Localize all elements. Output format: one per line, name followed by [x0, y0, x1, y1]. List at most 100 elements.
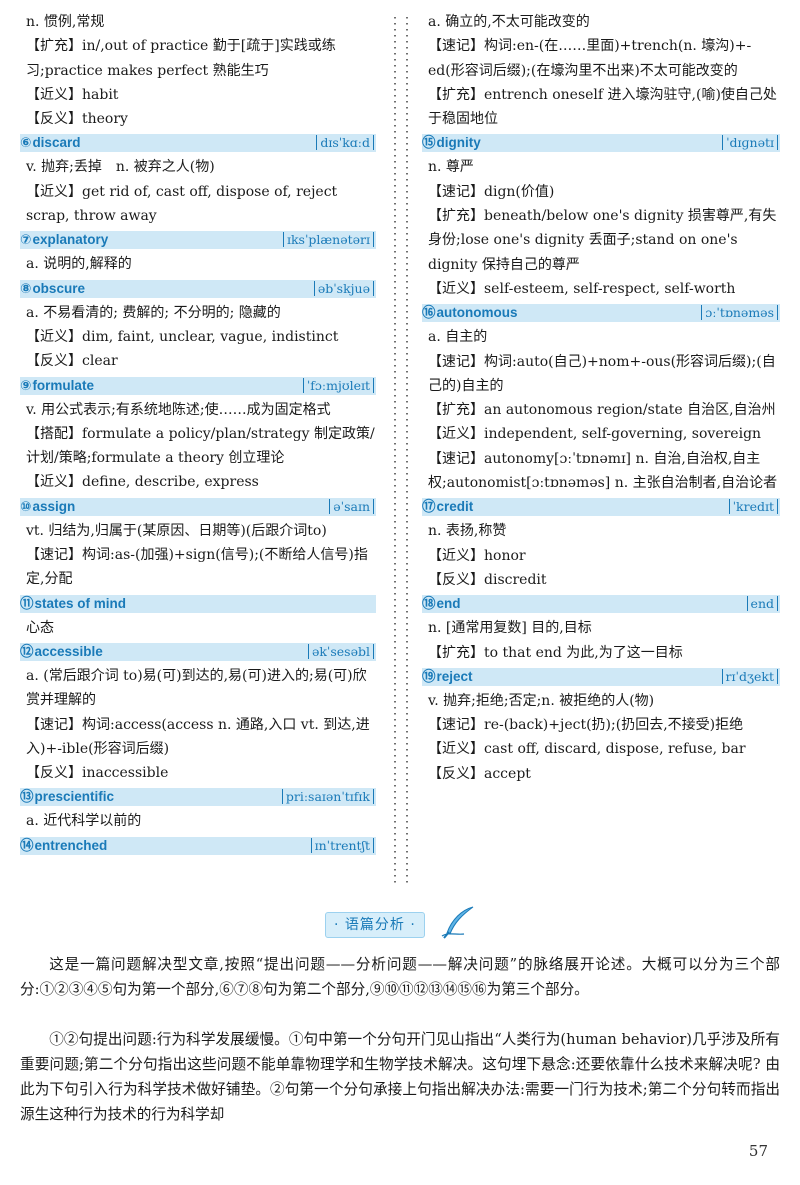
entry-word: entrenched	[34, 837, 108, 853]
entry-line: 【速记】re-(back)+ject(扔);(扔回去,不接受)拒绝	[428, 717, 744, 734]
entry-header-assign: ⑩assign əˈsaɪn	[20, 497, 376, 516]
entry-line: 【扩充】beneath/below one's dignity 损害尊严,有失身…	[428, 208, 777, 273]
entry-word: reject	[436, 668, 473, 684]
entry-line: 【近义】habit	[26, 86, 119, 103]
entry-phonetic: end	[746, 596, 778, 612]
section-title: · 语篇分析 ·	[325, 912, 425, 938]
entry-line: 【近义】define, describe, express	[26, 474, 259, 491]
entry-header-states-of-mind: ⑪states of mind	[20, 594, 376, 613]
entry-number: ⑪	[20, 595, 34, 611]
entry-number: ⑦	[20, 232, 32, 248]
entry-line: 【扩充】entrench oneself 进入壕沟驻守,(喻)使自己处于稳固地位	[428, 86, 777, 128]
entry-line: 【速记】dign(价值)	[428, 183, 555, 200]
entry-word: assign	[32, 498, 76, 514]
entry-line: 【近义】independent, self-governing, soverei…	[428, 426, 762, 443]
entry-phonetic: ˈkredɪt	[728, 499, 778, 515]
entry-line: 【搭配】formulate a policy/plan/strategy 制定政…	[26, 425, 375, 467]
entry-phonetic: dɪsˈkɑːd	[316, 135, 374, 151]
entry-phonetic: ɔːˈtɒnəməs	[701, 305, 778, 321]
left-column: n. 惯例,常规【扩充】in/,out of practice 勤于[疏于]实践…	[20, 10, 376, 858]
entry-number: ⑨	[20, 377, 32, 393]
entry-line: n. 尊严	[428, 159, 474, 176]
entry-header-credit: ⑰credit ˈkredɪt	[422, 498, 780, 517]
entry-line: a. 说明的,解释的	[26, 256, 132, 273]
entry-header-accessible: ⑫accessible əkˈsesəbl	[20, 642, 376, 661]
column-divider	[394, 14, 408, 884]
entry-line: a. (常后跟介词 to)易(可)到达的,易(可)进入的;易(可)欣赏并理解的	[26, 667, 367, 709]
entry-line: 【扩充】an autonomous region/state 自治区,自治州	[428, 402, 776, 419]
entry-header-reject: ⑲reject rɪˈdʒekt	[422, 667, 780, 686]
entry-line: 【速记】构词:auto(自己)+nom+-ous(形容词后缀);(自己的)自主的	[428, 353, 776, 394]
analysis-paragraph-1: 这是一篇问题解决型文章,按照“提出问题——分析问题——解决问题”的脉络展开论述。…	[20, 956, 780, 998]
entry-line: a. 不易看清的; 费解的; 不分明的; 隐藏的	[26, 304, 281, 321]
entry-line: 【近义】get rid of, cast off, dispose of, re…	[26, 183, 338, 225]
entry-line: 【反义】inaccessible	[26, 765, 169, 782]
entry-line: 【近义】dim, faint, unclear, vague, indistin…	[26, 328, 339, 345]
entry-word: prescientific	[34, 789, 115, 805]
entry-line: 【反义】theory	[26, 111, 128, 128]
entry-number: ⑧	[20, 280, 32, 296]
entry-word: obscure	[32, 280, 85, 296]
entry-line: 【近义】self-esteem, self-respect, self-wort…	[428, 280, 736, 297]
entry-line: a. 确立的,不太可能改变的	[428, 14, 590, 30]
entry-line: a. 自主的	[428, 329, 488, 346]
entry-number: ⑭	[20, 837, 34, 853]
entry-phonetic: əkˈsesəbl	[307, 643, 374, 659]
entry-word: dignity	[436, 135, 481, 151]
entry-line: 【扩充】to that end 为此,为了这一目标	[428, 644, 683, 661]
entry-phonetic: ˈdɪɡnətɪ	[722, 135, 778, 151]
entry-phonetic: ˈfɔːmjʊleɪt	[302, 377, 374, 393]
entry-line: 【速记】构词:as-(加强)+sign(信号);(不断给人信号)指定,分配	[26, 547, 368, 588]
entry-number: ⑯	[422, 305, 436, 321]
entry-line: vt. 归结为,归属于(某原因、日期等)(后跟介词to)	[26, 522, 327, 539]
entry-line: n. 表扬,称赞	[428, 523, 507, 540]
entry-line: 【速记】构词:access(access n. 通路,入口 vt. 到达,进入)…	[26, 716, 370, 757]
entry-line: v. 抛弃;丢掉 n. 被弃之人(物)	[26, 159, 215, 176]
entry-line: 【反义】clear	[26, 353, 118, 370]
entry-number: ⑲	[422, 668, 436, 684]
quill-pen-icon	[441, 906, 474, 939]
entry-phonetic: ɪnˈtrentʃt	[310, 837, 374, 853]
right-column: a. 确立的,不太可能改变的【速记】构词:en-(在……里面)+trench(n…	[422, 10, 780, 786]
entry-line: 【反义】accept	[428, 765, 531, 782]
entry-number: ⑮	[422, 135, 436, 151]
entry-number: ⑬	[20, 789, 34, 805]
entry-phonetic: rɪˈdʒekt	[721, 668, 778, 684]
entry-word: accessible	[34, 643, 103, 659]
entry-phonetic: ɪksˈplænətərɪ	[282, 232, 374, 248]
entry-header-autonomous: ⑯autonomous ɔːˈtɒnəməs	[422, 304, 780, 323]
page-number: 57	[748, 1142, 768, 1160]
entry-line: n. [通常用复数] 目的,目标	[428, 620, 592, 637]
entry-line: 【近义】honor	[428, 547, 526, 564]
entry-number: ⑩	[20, 498, 32, 514]
entry-word: credit	[436, 499, 474, 515]
entry-line: a. 近代科学以前的	[26, 813, 142, 830]
entry-line: 【近义】cast off, discard, dispose, refuse, …	[428, 741, 746, 758]
entry-line: 【速记】构词:en-(在……里面)+trench(n. 壕沟)+-ed(形容词后…	[428, 38, 752, 79]
entry-number: ⑰	[422, 499, 436, 515]
entry-word: states of mind	[34, 595, 127, 611]
entry-line: 心态	[26, 619, 54, 636]
analysis-paragraph-2: ①②句提出问题:行为科学发展缓慢。①句中第一个分句开门见山指出“人类行为(hum…	[20, 1031, 780, 1123]
entry-word: end	[436, 596, 461, 612]
entry-header-dignity: ⑮dignity ˈdɪɡnətɪ	[422, 134, 780, 153]
entry-line: 【扩充】in/,out of practice 勤于[疏于]实践或练习;prac…	[26, 38, 336, 79]
entry-line: v. 抛弃;拒绝;否定;n. 被拒绝的人(物)	[428, 692, 655, 709]
entry-line: 【反义】discredit	[428, 571, 547, 588]
entry-line: v. 用公式表示;有系统地陈述;使……成为固定格式	[26, 401, 331, 418]
entry-number: ⑫	[20, 643, 34, 659]
entry-word: autonomous	[436, 305, 518, 321]
entry-header-entrenched: ⑭entrenched ɪnˈtrentʃt	[20, 836, 376, 855]
entry-number: ⑱	[422, 596, 436, 612]
entry-header-formulate: ⑨formulate ˈfɔːmjʊleɪt	[20, 376, 376, 395]
entry-word: formulate	[32, 377, 94, 393]
entry-phonetic: əˈsaɪn	[329, 498, 374, 514]
entry-line: 【速记】autonomy[ɔːˈtɒnəmɪ] n. 自治,自治权,自主权;au…	[428, 450, 778, 492]
entry-word: discard	[32, 135, 81, 151]
entry-phonetic: əbˈskjuə	[313, 280, 374, 296]
entry-header-obscure: ⑧obscure əbˈskjuə	[20, 279, 376, 298]
entry-line: n. 惯例,常规	[26, 14, 105, 30]
